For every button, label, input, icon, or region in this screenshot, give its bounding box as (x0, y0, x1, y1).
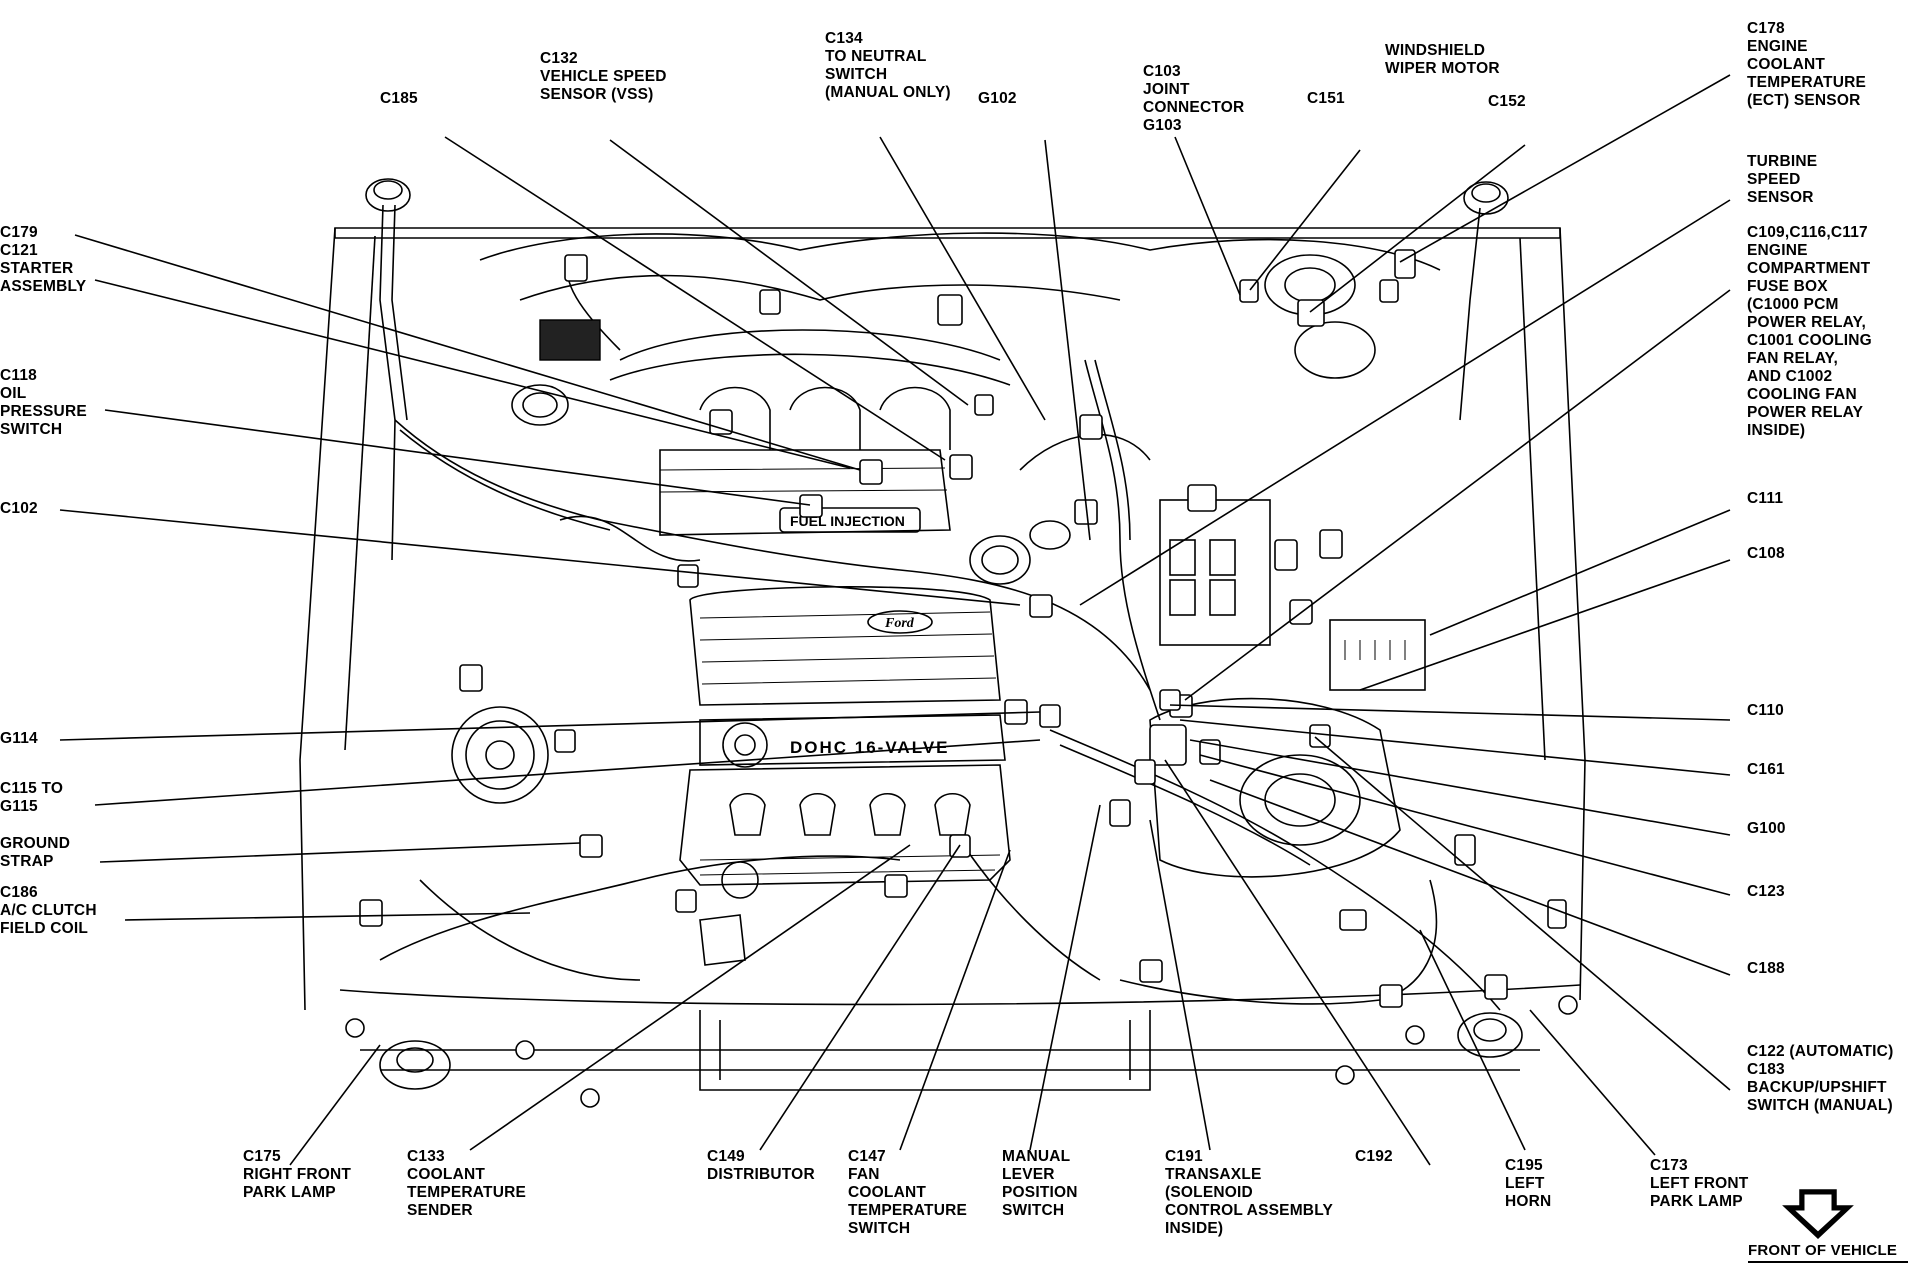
label-g102: G102 (978, 90, 1017, 107)
label-manual-lever-position-switch: MANUAL LEVER POSITION SWITCH (1002, 1148, 1078, 1219)
label-c173-left-front-park-lamp: C173 LEFT FRONT PARK LAMP (1650, 1157, 1749, 1210)
label-c110: C110 (1747, 702, 1784, 719)
label-c134-neutral-switch: C134 TO NEUTRAL SWITCH (MANUAL ONLY) (825, 30, 951, 101)
label-c175-right-front-park-lamp: C175 RIGHT FRONT PARK LAMP (243, 1148, 352, 1201)
label-c192: C192 (1355, 1148, 1393, 1165)
label-g114: G114 (0, 730, 38, 747)
label-c149-distributor: C149 DISTRIBUTOR (707, 1148, 815, 1183)
label-c178-ect-sensor: C178 ENGINE COOLANT TEMPERATURE (ECT) SE… (1747, 20, 1867, 109)
label-c152: C152 (1488, 93, 1526, 110)
label-c109-fuse-box: C109,C116,C117 ENGINE COMPARTMENT FUSE B… (1747, 224, 1872, 439)
label-c179-starter: C179 C121 STARTER ASSEMBLY (0, 224, 87, 295)
label-c151: C151 (1307, 90, 1345, 107)
label-c191-transaxle: C191 TRANSAXLE (SOLENOID CONTROL ASSEMBL… (1165, 1148, 1333, 1237)
label-c186-ac-clutch: C186 A/C CLUTCH FIELD COIL (0, 884, 97, 937)
label-c147-fan-coolant-switch: C147 FAN COOLANT TEMPERATURE SWITCH (848, 1148, 968, 1237)
engine-block: Ford DOHC 16-VALVE FUEL INJECTION (419, 254, 1438, 1001)
leader-lines-left (59, 234, 1041, 921)
ford-logo-text: Ford (884, 616, 915, 631)
label-ground-strap: GROUND STRAP (0, 835, 71, 870)
label-c122-c183-backup-switch: C122 (AUTOMATIC) C183 BACKUP/UPSHIFT SWI… (1747, 1043, 1894, 1114)
label-c132-vss: C132 VEHICLE SPEED SENSOR (VSS) (540, 50, 667, 103)
label-c102: C102 (0, 500, 38, 517)
label-c161: C161 (1747, 761, 1785, 778)
label-c133-coolant-temp-sender: C133 COOLANT TEMPERATURE SENDER (407, 1148, 527, 1219)
label-windshield-wiper-motor: WINDSHIELD WIPER MOTOR (1385, 42, 1500, 77)
strut-towers (365, 178, 1509, 561)
vehicle-body-outline (299, 227, 1586, 1091)
label-c108: C108 (1747, 545, 1785, 562)
connectors (345, 249, 1578, 1108)
label-c185: C185 (380, 90, 418, 107)
label-c115-g115: C115 TO G115 (0, 780, 64, 815)
leader-lines-top (444, 74, 1731, 701)
leader-lines-right (1169, 509, 1731, 1091)
label-c103-joint-connector: C103 JOINT CONNECTOR G103 (1143, 63, 1245, 134)
label-c188: C188 (1747, 960, 1785, 977)
label-c118-oil-pressure: C118 OIL PRESSURE SWITCH (0, 367, 87, 438)
label-c123: C123 (1747, 883, 1785, 900)
label-c111: C111 (1747, 490, 1784, 507)
dohc-text: DOHC 16-VALVE (790, 738, 950, 757)
leader-lines-bottom (289, 759, 1656, 1166)
label-g100: G100 (1747, 820, 1786, 837)
label-c195-left-horn: C195 LEFT HORN (1505, 1157, 1552, 1210)
front-of-vehicle-label: FRONT OF VEHICLE (1748, 1242, 1898, 1259)
label-turbine-speed-sensor: TURBINE SPEED SENSOR (1747, 153, 1818, 206)
